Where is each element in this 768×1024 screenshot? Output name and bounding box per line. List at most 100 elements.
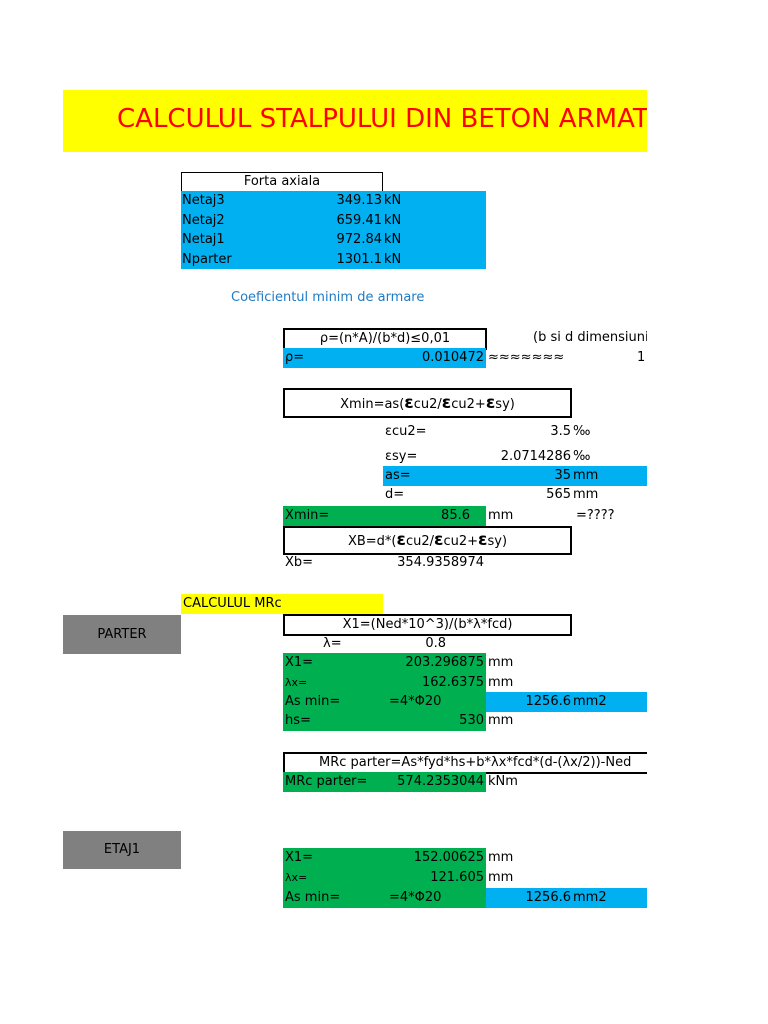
xmin-question: =???? [576, 508, 615, 523]
axial-row-label: Netaj3 [182, 193, 225, 208]
xmin-formula-b: cu2+ [451, 397, 486, 412]
etaj1-lx-row: λx= 121.605 [283, 868, 486, 888]
page-title: CALCULUL STALPULUI DIN BETON ARMAT [117, 104, 647, 134]
etaj1-lx-label: λx= [285, 871, 308, 884]
xb-formula-box: XB=d*(εcu2/εcu2+εsy) [283, 526, 572, 555]
ecu2-value: 3.5 [550, 424, 571, 439]
parter-as-unit: mm2 [573, 694, 607, 709]
etaj1-as-unit: mm2 [573, 890, 607, 905]
esy-label: εsy= [385, 449, 418, 464]
xmin-value: 85.6 [441, 508, 470, 523]
axial-row-value: 659.41 [336, 212, 383, 228]
lambda-value: 0.8 [425, 636, 446, 651]
axial-row-unit: kN [384, 251, 402, 267]
esy-unit: ‰ [573, 449, 591, 464]
parter-as-value: 1256.6 [525, 694, 572, 709]
xb-formula-pre: XB=d*( [347, 534, 397, 549]
epsilon-symbol: ε [396, 530, 406, 550]
rho-value: 0.010472 [421, 350, 484, 365]
d-unit: mm [573, 487, 599, 502]
etaj1-button[interactable]: ETAJ1 [63, 831, 181, 869]
epsilon-symbol: ε [441, 393, 452, 413]
esy-value: 2.0714286 [500, 449, 571, 464]
mrc-label: MRc parter= [285, 774, 368, 789]
parter-as-row: As min= =4*Φ20 [283, 692, 486, 712]
etaj1-x1-value: 152.00625 [413, 850, 484, 865]
parter-x1-unit: mm [488, 655, 514, 670]
lambda-label: λ= [323, 636, 342, 651]
parter-lx-value: 162.6375 [421, 675, 484, 690]
lambda-row: λ= 0.8 [283, 634, 486, 654]
parter-hs-row: hs= 530 [283, 711, 486, 731]
parter-x1-label: X1= [285, 655, 314, 670]
d-row: d= 565 mm [383, 485, 647, 505]
coef-title: Coeficientul minim de armare [231, 290, 425, 305]
etaj1-as-label: As min= [285, 890, 341, 905]
xb-label: Xb= [285, 555, 314, 570]
axial-row-value: 972.84 [336, 232, 383, 247]
axial-row-value: 349.13 [336, 193, 383, 208]
axial-table [181, 191, 486, 269]
parter-hs-unit: mm [488, 713, 514, 728]
epsilon-symbol: ε [485, 393, 496, 413]
parter-button[interactable]: PARTER [63, 615, 181, 654]
parter-x1-value: 203.296875 [405, 655, 484, 670]
etaj1-lx-unit: mm [488, 870, 514, 885]
rho-formula: ρ=(n*A)/(b*d)≤0,01 [319, 331, 451, 346]
as-row: as= 35 mm [383, 466, 647, 486]
ecu2-label: εcu2= [385, 424, 427, 439]
ecu2-unit: ‰ [573, 424, 591, 439]
rho-note: (b si d dimensiuni [533, 330, 647, 345]
x1-formula: X1=(Ned*10^3)/(b*λ*fcd) [342, 617, 513, 632]
axial-row-label: Nparter [182, 251, 232, 267]
rho-formula-box: ρ=(n*A)/(b*d)≤0,01 [283, 328, 487, 350]
mrc-title: CALCULUL MRc [181, 594, 383, 614]
ecu2-row: εcu2= 3.5 ‰ [383, 422, 647, 442]
rho-approx: ≈≈≈≈≈≈≈ [488, 350, 565, 365]
xmin-formula-box: Xmin=as(εcu2/εcu2+εsy) [283, 388, 572, 418]
mrc-unit: kNm [488, 774, 518, 789]
parter-as-label: As min= [285, 694, 341, 709]
etaj1-lx-value: 121.605 [430, 870, 484, 885]
axial-header-label: Forta axiala [243, 174, 321, 189]
x1-formula-box: X1=(Ned*10^3)/(b*λ*fcd) [283, 614, 572, 636]
xmin-formula-c: sy) [495, 397, 515, 412]
d-value: 565 [546, 487, 571, 502]
etaj1-as-value-cell: 1256.6 mm2 [486, 888, 647, 908]
xb-value: 354.9358974 [397, 555, 484, 570]
epsilon-symbol: ε [434, 530, 444, 550]
axial-row-unit: kN [384, 232, 402, 247]
as-label: as= [385, 468, 411, 483]
as-unit: mm [573, 468, 599, 483]
xmin-row: Xmin= 85.6 [283, 506, 486, 526]
rho-label: ρ= [285, 350, 305, 365]
xmin-formula-a: cu2/ [413, 397, 442, 412]
axial-row-value: 1301.1 [336, 251, 383, 267]
etaj1-x1-unit: mm [488, 850, 514, 865]
xmin-formula-pre: Xmin=as( [340, 397, 405, 412]
parter-x1-row: X1= 203.296875 [283, 653, 486, 673]
mrc-row: MRc parter= 574.2353044 [283, 772, 486, 792]
parter-as-expr: =4*Φ20 [389, 694, 442, 709]
axial-row-unit: kN [384, 212, 402, 228]
axial-header-cell: Forta axiala [181, 172, 383, 192]
xmin-unit: mm [488, 508, 514, 523]
mrc-value: 574.2353044 [397, 774, 484, 789]
parter-lx-row: λx= 162.6375 [283, 673, 486, 693]
parter-button-label: PARTER [97, 627, 147, 642]
parter-hs-value: 530 [459, 713, 484, 728]
epsilon-symbol: ε [404, 393, 414, 413]
etaj1-as-value: 1256.6 [525, 890, 572, 905]
mrc-formula-box: MRc parter=As*fyd*hs+b*λx*fcd*(d-(λx/2))… [283, 752, 647, 774]
etaj1-x1-label: X1= [285, 850, 314, 865]
etaj1-button-label: ETAJ1 [103, 842, 141, 857]
rho-row: ρ= 0.010472 [283, 348, 486, 368]
xmin-label: Xmin= [285, 508, 330, 523]
parter-lx-unit: mm [488, 675, 514, 690]
etaj1-x1-row: X1= 152.00625 [283, 848, 486, 868]
xb-formula-b: cu2+ [443, 534, 479, 549]
parter-lx-label: λx= [285, 676, 308, 689]
